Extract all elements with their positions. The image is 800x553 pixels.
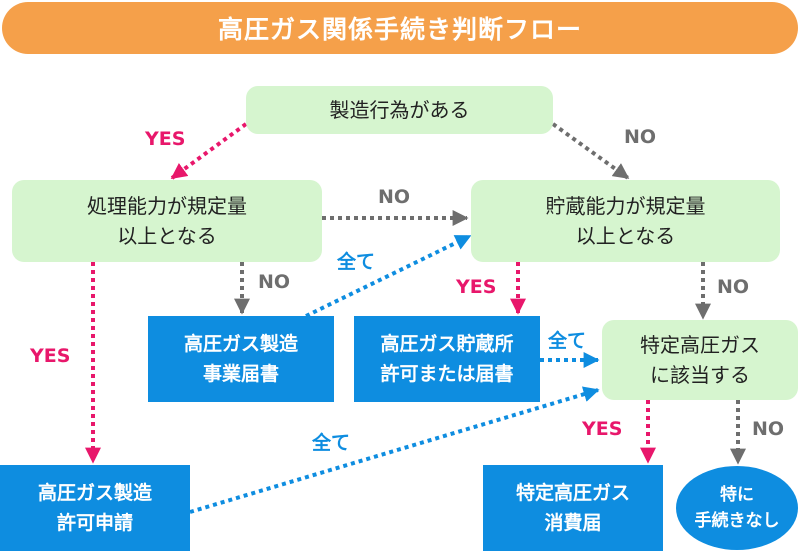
result-mfg-permit: 高圧ガス製造許可申請 xyxy=(0,465,190,551)
result-no-procedure: 特に手続きなし xyxy=(676,466,798,550)
arrow-notify-to-storage xyxy=(305,234,472,318)
page-title: 高圧ガス関係手続き判断フロー xyxy=(2,2,798,54)
edge-label-no: NO xyxy=(717,276,750,298)
arrow-start-to-storage xyxy=(551,122,630,180)
node-storage-capacity: 貯蔵能力が規定量以上となる xyxy=(471,180,780,262)
edge-label-yes: YES xyxy=(456,276,497,298)
edge-label-yes: YES xyxy=(30,345,71,367)
edge-label-all: 全て xyxy=(337,251,376,273)
edge-label-no: NO xyxy=(378,186,411,208)
edge-label-yes: YES xyxy=(145,128,186,150)
result-storage-permit: 高圧ガス貯蔵所許可または届書 xyxy=(354,316,540,402)
node-processing-capacity: 処理能力が規定量以上となる xyxy=(12,180,322,262)
result-consumption-notice: 特定高圧ガス消費届 xyxy=(483,465,663,551)
arrow-permit-to-special xyxy=(189,386,600,514)
edge-label-no: NO xyxy=(752,418,785,440)
edge-label-all: 全て xyxy=(548,330,587,352)
edge-label-all: 全て xyxy=(312,432,351,454)
result-mfg-notification: 高圧ガス製造事業届書 xyxy=(148,316,334,402)
node-start: 製造行為がある xyxy=(246,86,553,134)
edge-label-no: NO xyxy=(624,126,657,148)
node-special-gas: 特定高圧ガスに該当する xyxy=(602,320,798,400)
edge-label-yes: YES xyxy=(582,418,623,440)
edge-label-no: NO xyxy=(258,271,291,293)
